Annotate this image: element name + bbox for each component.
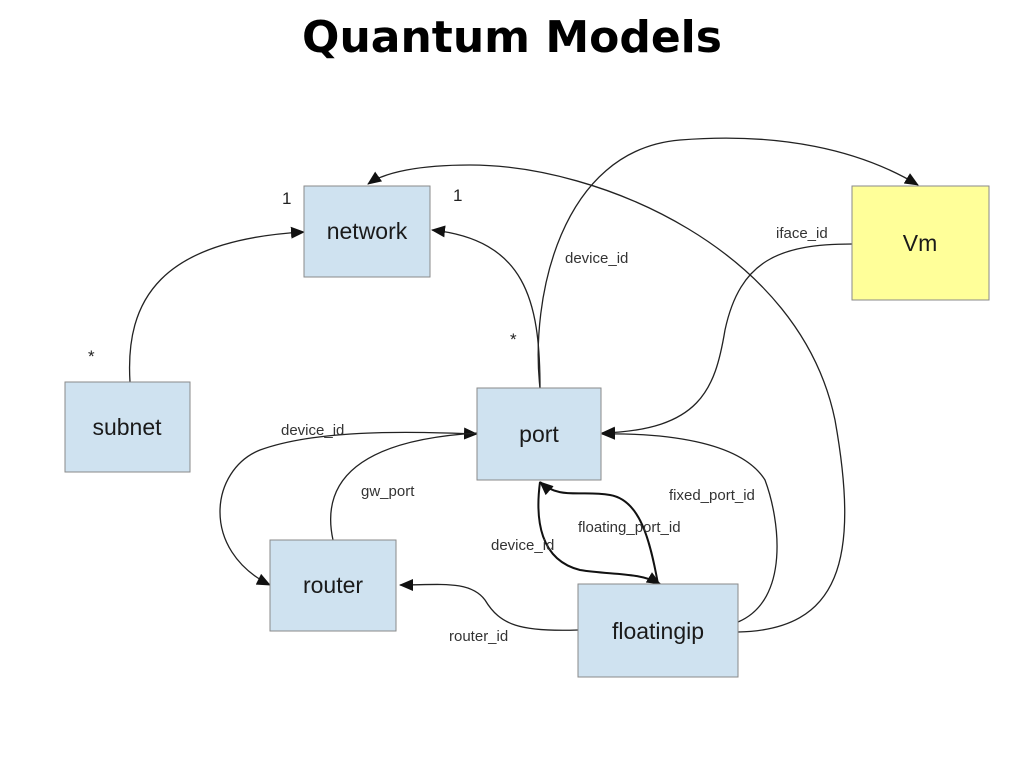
edge-label-router-device-id: device_id <box>281 422 344 439</box>
network-box <box>303 185 431 278</box>
edge-label-port-vm-device-id: device_id <box>565 250 628 267</box>
vm-label: Vm <box>903 230 938 256</box>
network-label: network <box>327 218 408 244</box>
floatingip-label: floatingip <box>612 618 704 644</box>
slide-title: Quantum Models <box>302 12 722 63</box>
edge-router-port-gw-port <box>330 432 478 541</box>
edge-port-floatingip-device-id <box>537 481 661 585</box>
edge-label-router-gw-port: gw_port <box>361 483 415 500</box>
edge-floatingip-network <box>367 164 846 633</box>
node-vm[interactable]: Vm <box>851 185 990 301</box>
edge-port-network <box>431 225 541 389</box>
multiplicity-network-right: 1 <box>453 186 462 205</box>
edge-floatingip-port-floating-port-id <box>539 481 659 585</box>
node-floatingip[interactable]: floatingip <box>577 583 739 678</box>
port-label: port <box>519 421 559 447</box>
edge-label-floatingip-router-id: router_id <box>449 628 508 645</box>
router-label: router <box>303 572 363 598</box>
router-box <box>269 539 397 632</box>
edge-floatingip-router-router-id <box>399 578 579 631</box>
node-router[interactable]: router <box>269 539 397 632</box>
node-port[interactable]: port <box>476 387 602 481</box>
node-subnet[interactable]: subnet <box>64 381 191 473</box>
floatingip-box <box>577 583 739 678</box>
multiplicity-port: * <box>510 330 517 349</box>
multiplicity-network-left: 1 <box>282 189 291 208</box>
vm-box <box>851 185 990 301</box>
multiplicity-subnet: * <box>88 347 95 366</box>
edge-vm-port-iface-id <box>601 243 853 439</box>
edge-floatingip-port-fixed-port-id <box>601 427 778 623</box>
subnet-box <box>64 381 191 473</box>
edge-port-vm-device-id <box>537 137 919 389</box>
edge-label-floatingip-fixed-port-id: fixed_port_id <box>669 487 755 504</box>
subnet-label: subnet <box>92 414 162 440</box>
edge-subnet-network <box>128 226 305 383</box>
edge-label-port-floatingip-device-id: device_id <box>491 537 554 554</box>
edge-label-vm-iface-id: iface_id <box>776 225 828 242</box>
port-box <box>476 387 602 481</box>
edge-label-floatingip-floating-port-id: floating_port_id <box>578 519 681 536</box>
node-network[interactable]: network <box>303 185 431 278</box>
edge-port-router-device-id <box>219 427 478 586</box>
